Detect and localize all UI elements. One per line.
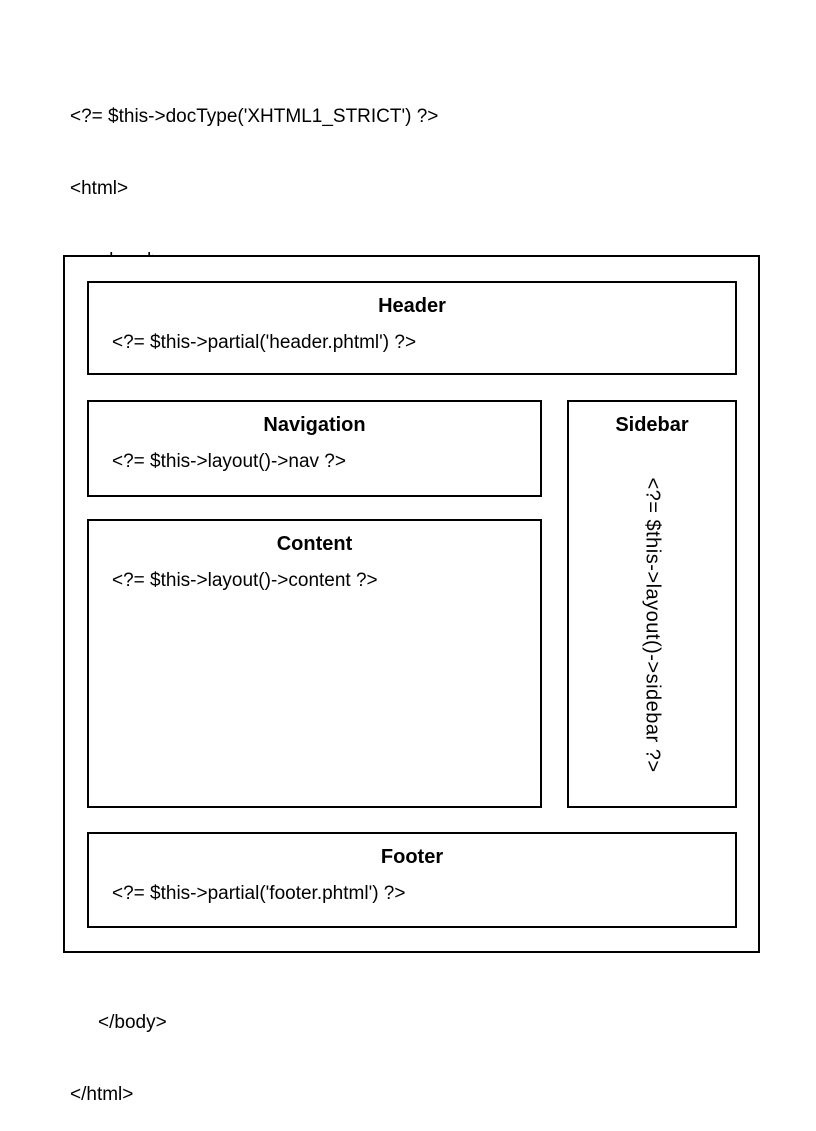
layout-diagram-body-box: Header <?= $this->partial('header.phtml'… bbox=[63, 255, 760, 953]
footer-box-title: Footer bbox=[380, 846, 444, 868]
php-code-bottom: </body> </html> bbox=[70, 963, 167, 1131]
content-box: Content <?= $this->layout()->content ?> bbox=[87, 519, 542, 808]
sidebar-box: Sidebar <?= $this->layout()->sidebar ?> bbox=[567, 400, 737, 808]
header-box: Header <?= $this->partial('header.phtml'… bbox=[87, 281, 737, 375]
header-box-title: Header bbox=[378, 295, 446, 317]
content-box-code: <?= $this->layout()->content ?> bbox=[112, 570, 378, 591]
sidebar-box-code: <?= $this->layout()->sidebar ?> bbox=[641, 477, 664, 773]
code-line-html-close: </html> bbox=[70, 1084, 134, 1105]
navigation-box-title: Navigation bbox=[263, 414, 366, 436]
sidebar-box-title: Sidebar bbox=[615, 414, 689, 436]
code-line-doctype: <?= $this->docType('XHTML1_STRICT') ?> bbox=[70, 106, 439, 127]
code-line-html-open: <html> bbox=[70, 178, 129, 199]
content-box-title: Content bbox=[276, 533, 353, 555]
navigation-box-code: <?= $this->layout()->nav ?> bbox=[112, 451, 346, 472]
footer-box: Footer <?= $this->partial('footer.phtml'… bbox=[87, 832, 737, 928]
footer-box-code: <?= $this->partial('footer.phtml') ?> bbox=[112, 883, 406, 904]
navigation-box: Navigation <?= $this->layout()->nav ?> bbox=[87, 400, 542, 497]
header-box-code: <?= $this->partial('header.phtml') ?> bbox=[112, 332, 417, 353]
code-line-body-close: </body> bbox=[98, 1012, 167, 1033]
